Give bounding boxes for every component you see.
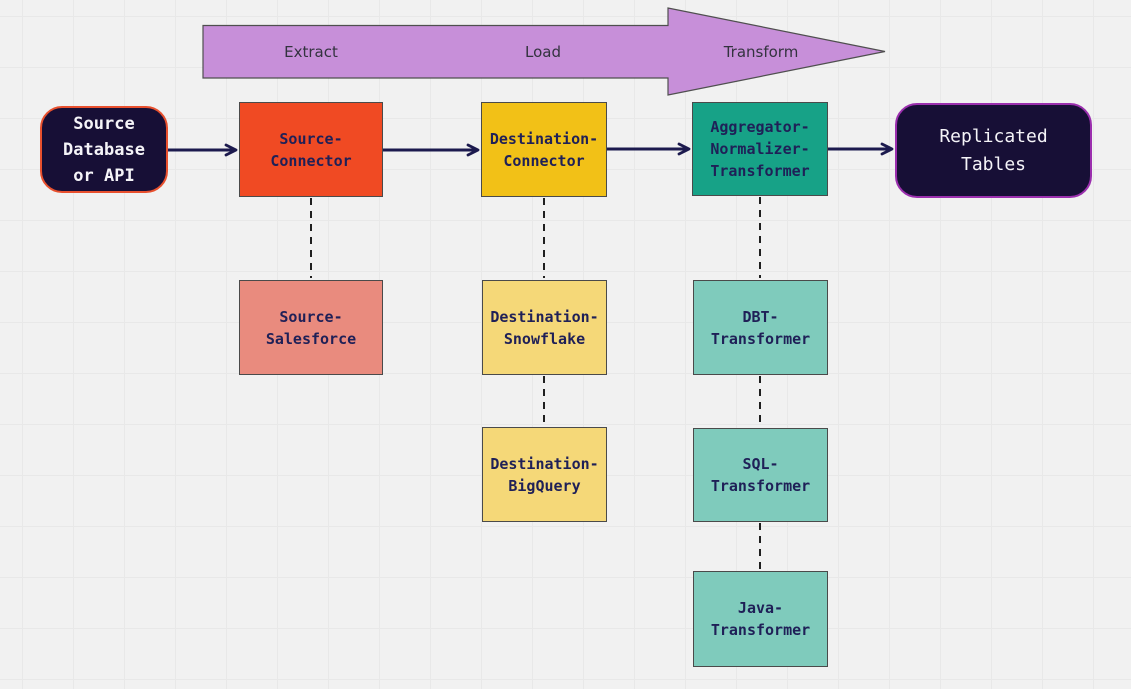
node-label-line: Aggregator- xyxy=(710,118,810,136)
phase-label-extract: Extract xyxy=(284,43,338,61)
node-label-line: Normalizer- xyxy=(710,140,810,158)
node-label-line: Source xyxy=(73,113,135,134)
node-java-transformer: Java- Transformer xyxy=(693,571,828,667)
node-label-line: DBT- xyxy=(742,307,779,326)
node-label-line: Snowflake xyxy=(503,329,586,348)
node-label-line: Transformer xyxy=(710,621,811,639)
phase-label-load: Load xyxy=(525,43,561,61)
node-label-line: BigQuery xyxy=(508,476,581,495)
node-source-database-or-api: Source Database or API xyxy=(40,106,168,193)
node-label-line: Connector xyxy=(270,151,352,170)
node-dbt-transformer: DBT- Transformer xyxy=(693,280,828,375)
node-label-line: or API xyxy=(73,165,135,186)
node-source-salesforce: Source- Salesforce xyxy=(239,280,383,375)
node-label-line: Java- xyxy=(737,599,784,617)
node-destination-connector: Destination- Connector xyxy=(481,102,607,197)
node-sql-transformer: SQL- Transformer xyxy=(693,428,828,522)
node-label-line: Transformer xyxy=(710,477,811,495)
node-label-line: Destination- xyxy=(490,454,599,473)
node-label-line: Transformer xyxy=(710,329,811,348)
node-label-line: Salesforce xyxy=(265,329,357,348)
node-label-line: Source- xyxy=(279,307,343,326)
node-destination-snowflake: Destination- Snowflake xyxy=(482,280,607,375)
phase-label-transform: Transform xyxy=(723,43,799,61)
node-source-connector: Source- Connector xyxy=(239,102,383,197)
node-replicated-tables: Replicated Tables xyxy=(895,103,1092,198)
phase-arrow-shape xyxy=(202,7,886,96)
node-label-line: Tables xyxy=(960,153,1027,175)
node-label-line: Transformer xyxy=(710,162,810,180)
node-label-line: SQL- xyxy=(742,455,779,473)
node-label-line: Replicated xyxy=(939,125,1048,147)
node-label-line: Destination- xyxy=(489,129,599,148)
node-label-line: Destination- xyxy=(490,307,599,326)
node-aggregator-normalizer-transformer: Aggregator- Normalizer- Transformer xyxy=(692,102,828,196)
node-label-line: Connector xyxy=(503,151,585,170)
node-destination-bigquery: Destination- BigQuery xyxy=(482,427,607,522)
node-label-line: Database xyxy=(63,139,145,160)
node-label-line: Source- xyxy=(279,129,343,148)
